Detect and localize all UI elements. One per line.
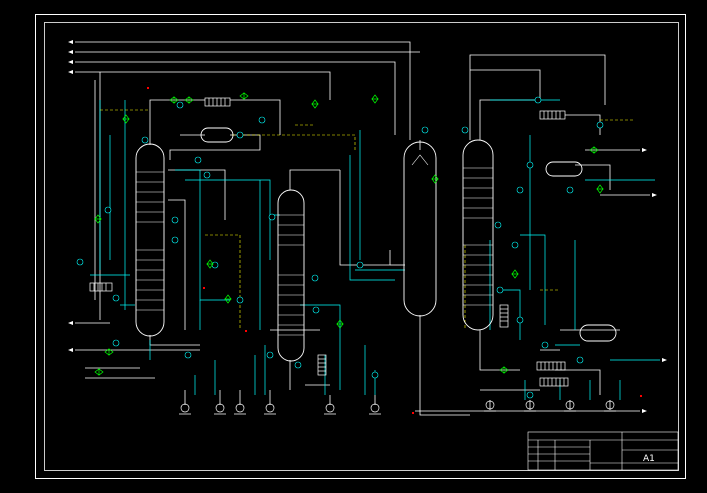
sheet-size-label: A1 (643, 454, 655, 464)
outer-frame (35, 14, 686, 479)
reflux-drum-2 (545, 161, 583, 177)
pump-9 (565, 400, 575, 410)
pumps (179, 400, 616, 415)
pump-5 (325, 403, 335, 413)
column-4 (462, 139, 494, 331)
heat-exchangers (89, 97, 569, 387)
pump-10 (605, 400, 615, 410)
control-valves (94, 92, 604, 376)
column-2 (277, 189, 305, 362)
pump-8 (525, 400, 535, 410)
pump-6 (370, 403, 380, 413)
utility-lines (100, 109, 635, 330)
pump-1 (180, 403, 190, 413)
reflux-drum-3 (579, 324, 617, 342)
cooler-1 (539, 377, 569, 387)
reboiler-1 (89, 282, 113, 292)
vessels (135, 127, 617, 362)
title-block (527, 431, 679, 471)
process-lines (75, 41, 650, 416)
instrument-bubbles (76, 96, 604, 399)
pump-4 (265, 403, 275, 413)
red-markers (147, 87, 642, 414)
condenser-2 (539, 110, 566, 120)
pump-2 (215, 403, 225, 413)
instrument-lines (90, 99, 660, 400)
line-arrows (68, 40, 667, 413)
vertical-drum (403, 141, 437, 317)
reflux-drum-1 (200, 127, 234, 143)
pump-7 (485, 400, 495, 410)
inner-frame (44, 22, 679, 471)
cooler-2 (536, 361, 566, 371)
condenser-1 (204, 97, 231, 107)
reboiler-2 (317, 354, 327, 376)
reboiler-3 (499, 304, 509, 328)
column-1 (135, 143, 165, 337)
pump-3 (235, 403, 245, 413)
